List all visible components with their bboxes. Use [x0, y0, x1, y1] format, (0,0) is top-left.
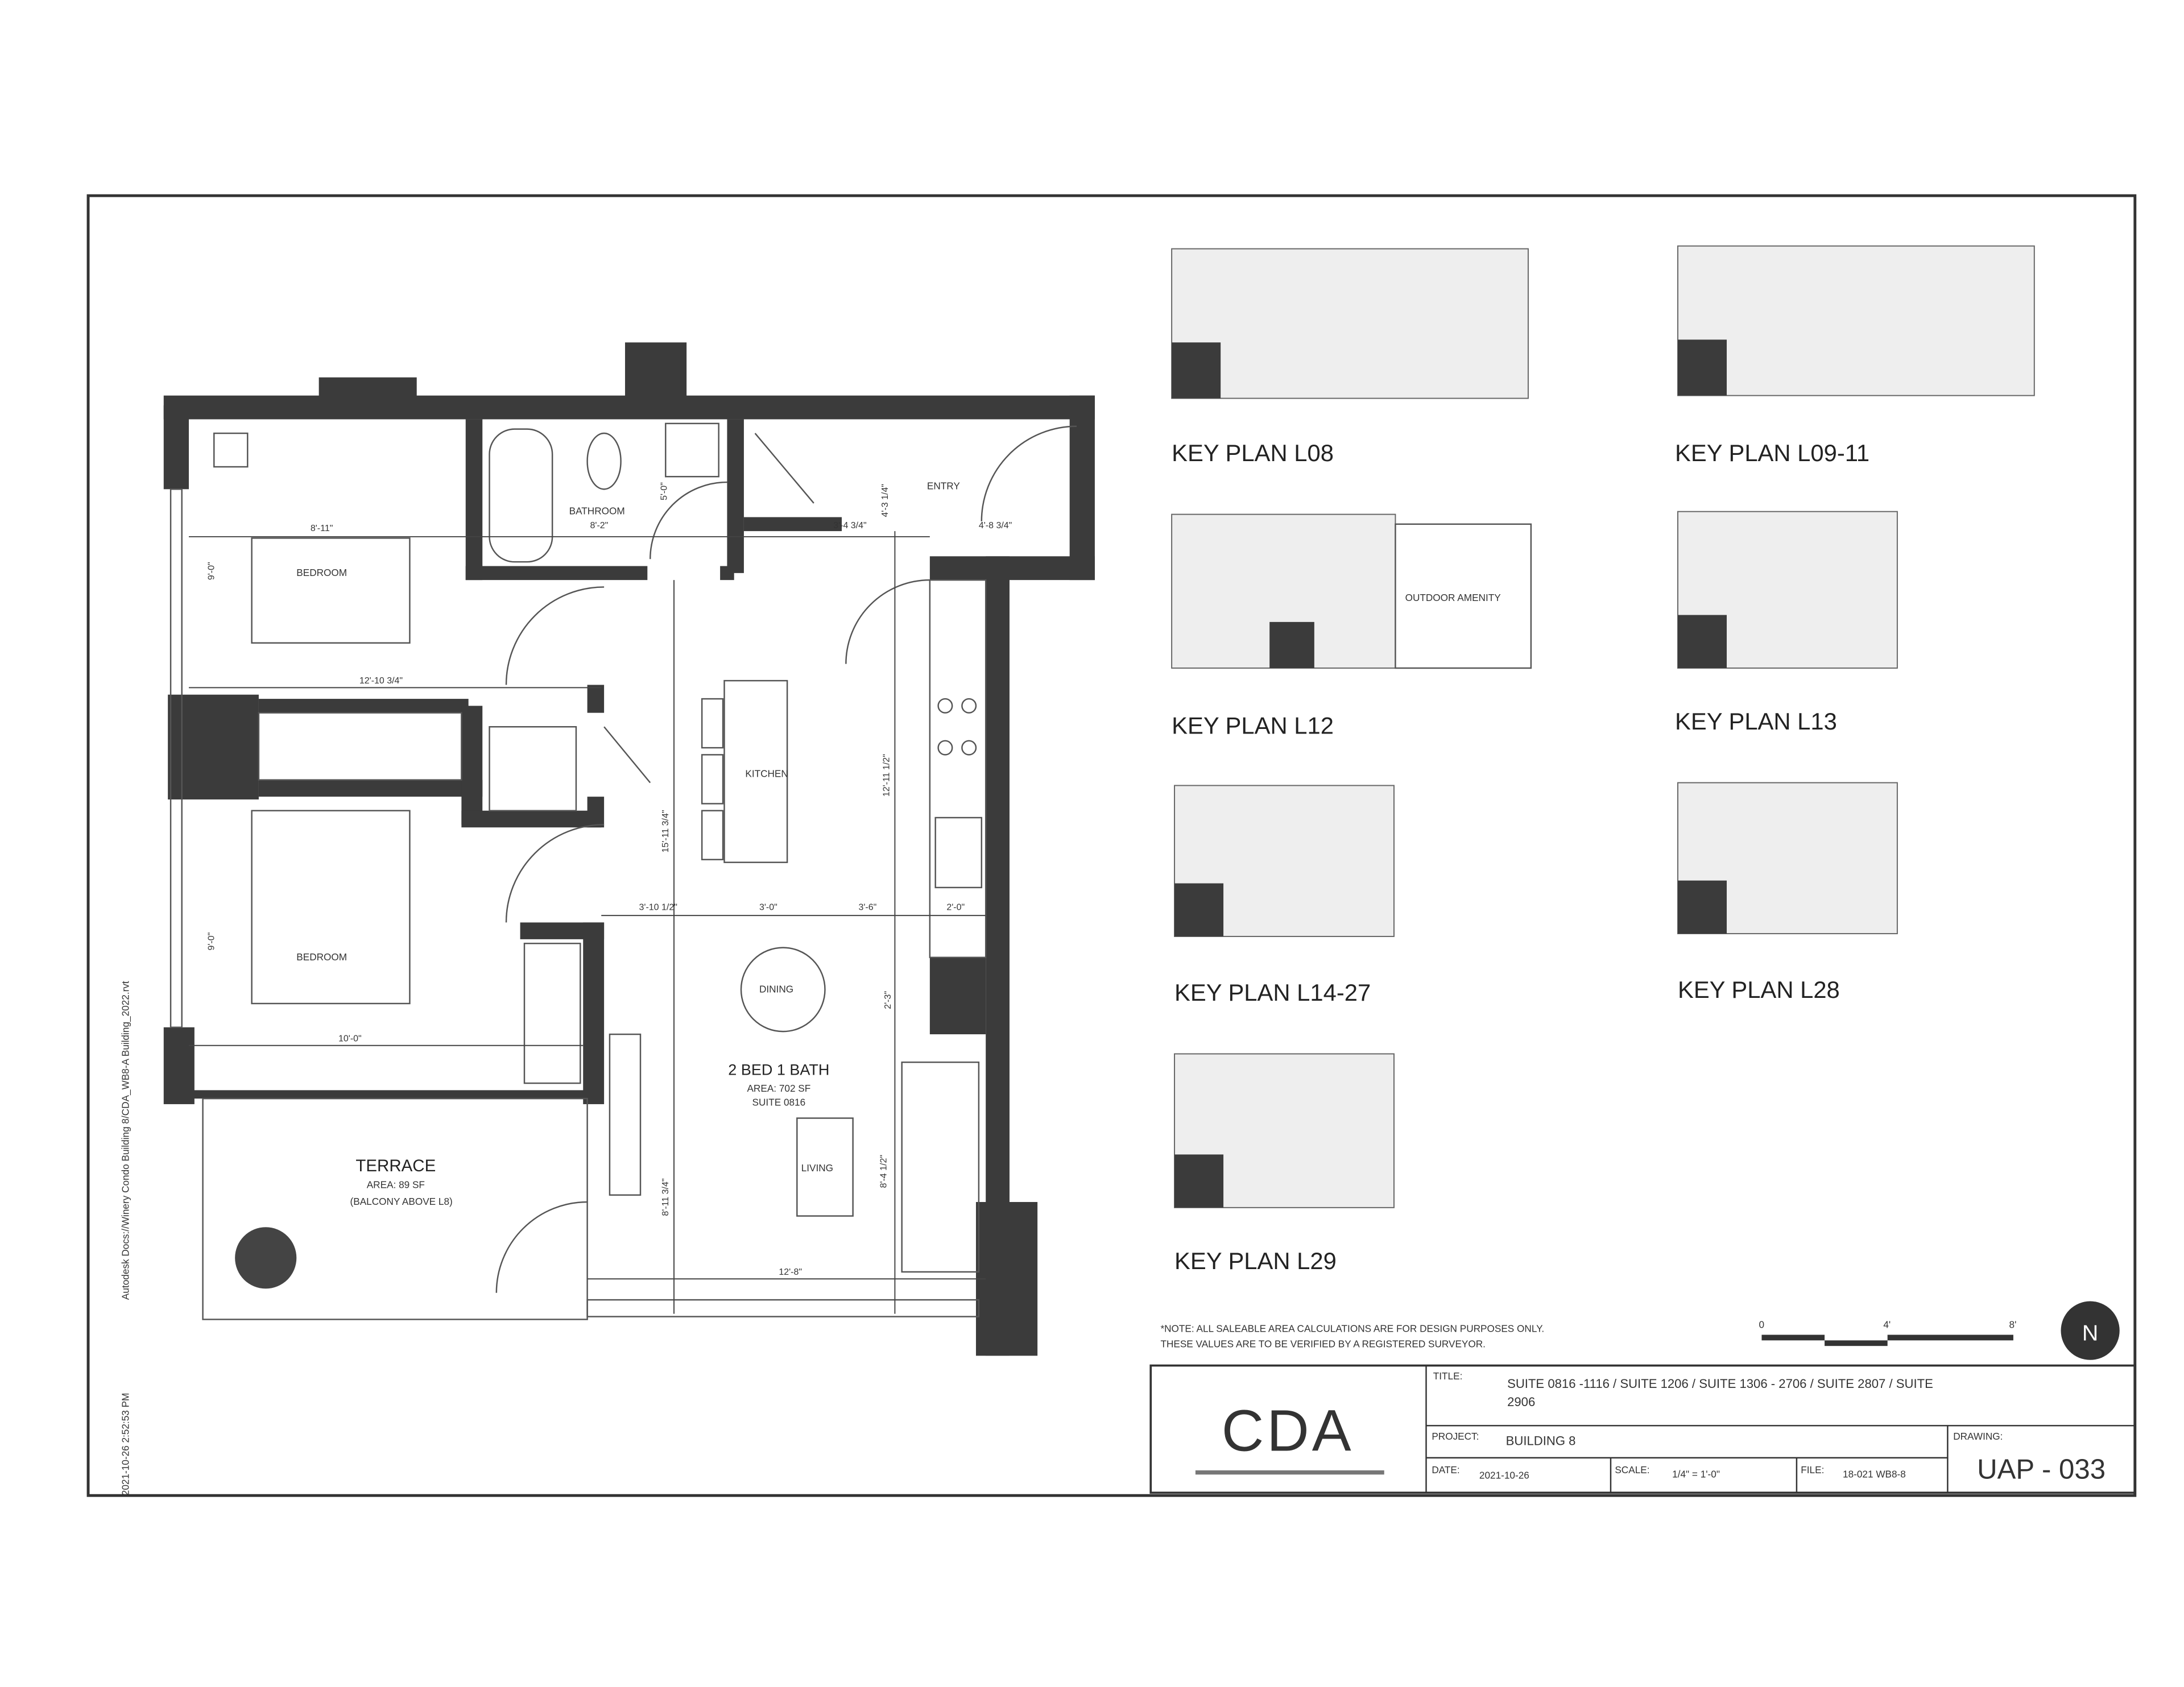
key-plan-label: KEY PLAN L28 [1678, 976, 1840, 1003]
dim-label: 9'-0" [206, 932, 216, 951]
dim-label: 8'-11" [311, 524, 333, 533]
dining-table-icon [740, 947, 826, 1033]
dim-label: 12'-10 3/4" [359, 676, 403, 686]
title-block: CDA TITLE: SUITE 0816 -1116 / SUITE 1206… [1149, 1364, 2136, 1494]
key-plan-label: KEY PLAN L13 [1675, 708, 1837, 735]
coffee-table-icon [796, 1117, 854, 1217]
dim-label: 5'-0" [660, 482, 669, 500]
title-value-2: 2906 [1507, 1395, 1535, 1409]
dim-label: 15'-11 3/4" [661, 810, 671, 852]
bathtub-icon [489, 428, 553, 563]
north-label: N [2082, 1320, 2098, 1345]
logo-text: CDA [1222, 1398, 1354, 1464]
title-label: TITLE: [1433, 1370, 1463, 1382]
bathroom-dim: 8'-2" [590, 521, 609, 530]
door-swing [505, 586, 605, 685]
note-line-1: *NOTE: ALL SALEABLE AREA CALCULATIONS AR… [1160, 1323, 1544, 1334]
dim-label: 3'-4 3/4" [833, 521, 866, 530]
scale-tick: 4' [1883, 1319, 1891, 1330]
drawing-number: UAP - 033 [1977, 1454, 2106, 1485]
key-plan-label: KEY PLAN L08 [1172, 440, 1334, 466]
unit-type: 2 BED 1 BATH [728, 1061, 829, 1078]
kitchen-sink-icon [934, 816, 983, 889]
planter-icon [235, 1227, 297, 1289]
dim-label: 9'-0" [206, 562, 216, 580]
dim-label: 4'-3 1/4" [880, 484, 890, 517]
side-stamp: 2021-10-26 2:52:53 PM Autodesk Docs://Wi… [119, 981, 131, 1495]
key-plan-l08: KEY PLAN L08 [1171, 248, 1529, 466]
date-label: DATE: [1432, 1464, 1459, 1475]
date-value: 2021-10-26 [1479, 1470, 1529, 1481]
closet [258, 712, 462, 781]
room-label-living: LIVING [801, 1162, 833, 1174]
file-path: Autodesk Docs://Winery Condo Building 8/… [119, 981, 131, 1300]
project-value: BUILDING 8 [1506, 1434, 1576, 1448]
dim-label: 2'-3" [883, 991, 893, 1009]
room-label-bedroom: BEDROOM [296, 951, 347, 963]
scale-bar: 0 4' 8' [1759, 1319, 2017, 1346]
key-plan-l28: KEY PLAN L28 [1677, 782, 1898, 1003]
key-plan-l09-11: KEY PLAN L09-11 [1675, 245, 2035, 466]
amenity-label: OUTDOOR AMENITY [1405, 592, 1502, 603]
room-label-entry: ENTRY [927, 480, 960, 491]
scale-value: 1/4" = 1'-0" [1672, 1468, 1720, 1479]
scale-tick: 8' [2009, 1319, 2017, 1330]
toilet-icon [586, 432, 622, 490]
sofa-icon [901, 1061, 980, 1273]
closet [523, 943, 581, 1084]
title-value: SUITE 0816 -1116 / SUITE 1206 / SUITE 13… [1507, 1377, 1933, 1391]
key-plan-label: KEY PLAN L29 [1174, 1247, 1337, 1274]
drawing-label: DRAWING: [1953, 1431, 2003, 1442]
key-plan-l29: KEY PLAN L29 [1174, 1053, 1395, 1274]
washer-icon [489, 726, 577, 811]
print-timestamp: 2021-10-26 2:52:53 PM [119, 1393, 131, 1496]
dim-label: 2'-0" [946, 902, 965, 912]
dim-label: 3'-0" [759, 902, 777, 912]
dim-label: 10'-0" [338, 1034, 362, 1043]
unit-area: AREA: 702 SF [747, 1083, 810, 1094]
note-line-2: THESE VALUES ARE TO BE VERIFIED BY A REG… [1160, 1338, 1486, 1350]
dim-label: 8'-11 3/4" [661, 1178, 671, 1216]
terrace-note: (BALCONY ABOVE L8) [350, 1196, 453, 1207]
project-label: PROJECT: [1432, 1431, 1479, 1442]
unit-suite: SUITE 0816 [752, 1096, 806, 1108]
kitchen-island [723, 679, 788, 863]
key-plan-l12: OUTDOOR AMENITY KEY PLAN L12 [1171, 513, 1532, 739]
dim-label: 4'-8 3/4" [979, 521, 1012, 530]
dim-label: 3'-6" [858, 902, 876, 912]
terrace-area: AREA: 89 SF [367, 1179, 425, 1190]
file-label: FILE: [1801, 1464, 1824, 1475]
room-label-bathroom: BATHROOM [569, 505, 625, 517]
sheet-border [86, 194, 2137, 1497]
key-plan-l13: KEY PLAN L13 [1675, 511, 1898, 735]
key-plan-label: KEY PLAN L12 [1172, 712, 1334, 739]
room-label-bedroom: BEDROOM [296, 567, 347, 578]
sink-icon [665, 422, 719, 478]
key-plan-label: KEY PLAN L09-11 [1675, 440, 1869, 466]
cda-logo: CDA [1195, 1398, 1384, 1475]
bed-icon [251, 810, 411, 1005]
kitchen-counter [929, 579, 987, 959]
dim-label: 8'-4 1/2" [879, 1155, 889, 1188]
room-label-dining: DINING [759, 983, 793, 994]
bed-icon [251, 537, 411, 644]
key-plan-label: KEY PLAN L14-27 [1174, 979, 1371, 1006]
scale-tick: 0 [1759, 1319, 1765, 1330]
floor-plan: BEDROOM BEDROOM BATHROOM 8'-2" ENTRY KIT… [163, 342, 1095, 1356]
north-arrow-icon: N [2061, 1301, 2120, 1360]
entry-door-swing [981, 425, 1077, 521]
dim-label: 12'-11 1/2" [882, 754, 892, 797]
key-plan-l14-27: KEY PLAN L14-27 [1174, 785, 1395, 1006]
dim-label: 12'-8" [779, 1267, 802, 1277]
file-value: 18-021 WB8-8 [1843, 1468, 1906, 1479]
room-label-kitchen: KITCHEN [745, 768, 788, 780]
scale-label: SCALE: [1615, 1464, 1649, 1475]
dim-label: 3'-10 1/2" [639, 902, 677, 912]
room-label-terrace: TERRACE [355, 1157, 436, 1175]
